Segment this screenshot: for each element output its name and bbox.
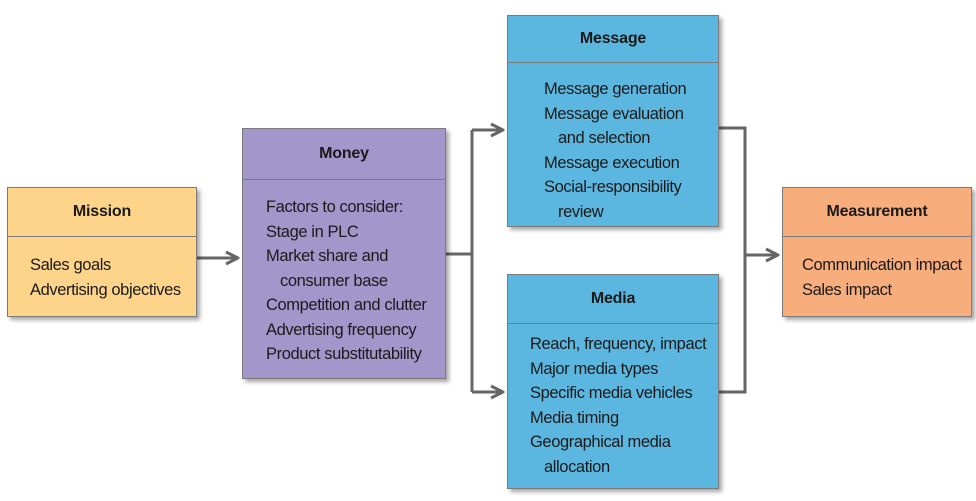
measurement-title: Measurement [783, 188, 971, 237]
media-item: Reach, frequency, impact [530, 335, 707, 353]
message-item: Message generation [544, 80, 687, 98]
mission-title: Mission [8, 188, 196, 237]
money-item: Product substitutability [266, 345, 422, 363]
message-box: Message Message generation Message evalu… [507, 15, 719, 227]
media-item: Media timing [530, 408, 619, 427]
money-box: Money Factors to consider: Stage in PLC … [242, 128, 446, 379]
measurement-item: Communication impact [802, 256, 962, 274]
money-list: Factors to consider: Stage in PLC Market… [243, 180, 445, 367]
measurement-box: Measurement Communication impact Sales i… [782, 187, 972, 317]
mission-list: Sales goals Advertising objectives [8, 237, 196, 302]
message-item: Message execution [544, 153, 680, 172]
media-item: Major media types [530, 359, 659, 378]
message-title: Message [508, 16, 718, 63]
measurement-item: Sales impact [802, 280, 892, 299]
money-item: Competition and clutter [266, 296, 427, 314]
money-title: Money [243, 129, 445, 180]
mission-item: Sales goals [30, 256, 111, 274]
media-item: Specific media vehicles [530, 384, 693, 402]
money-item: Advertising frequency [266, 320, 417, 339]
media-box: Media Reach, frequency, impact Major med… [507, 274, 719, 489]
money-item: Factors to consider: [266, 198, 403, 216]
line-message-merge [719, 126, 747, 394]
measurement-list: Communication impact Sales impact [783, 237, 971, 302]
media-title: Media [508, 275, 718, 324]
mission-box: Mission Sales goals Advertising objectiv… [7, 187, 197, 317]
money-item: Stage in PLC [266, 222, 359, 241]
mission-item: Advertising objectives [30, 280, 181, 299]
media-list: Reach, frequency, impact Major media typ… [508, 324, 718, 479]
